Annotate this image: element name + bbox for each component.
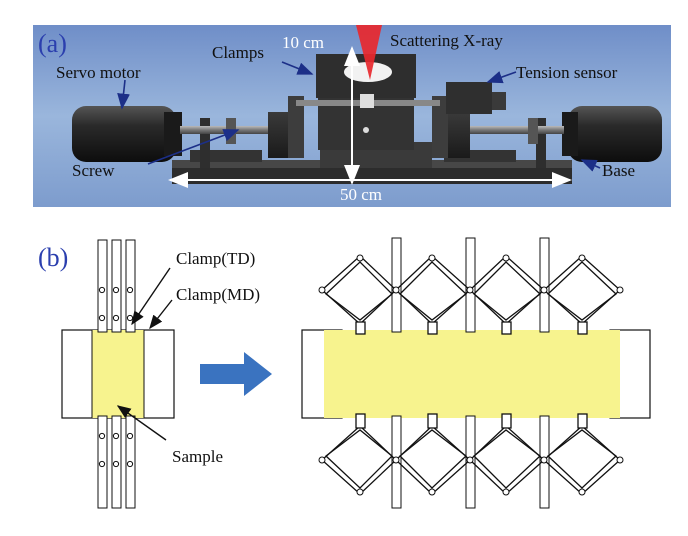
sample-pointer	[116, 405, 167, 441]
sample-label: Sample	[172, 447, 223, 466]
clamp-td-label: Clamp(TD)	[176, 249, 255, 268]
clamp-td-bars-bottom	[97, 415, 136, 509]
clamps-pointer	[281, 61, 314, 75]
servo-motor-label: Servo motor	[56, 63, 141, 82]
td-bars-top	[391, 237, 550, 333]
servo-motor-left	[72, 106, 182, 162]
panel-a-tag: (a)	[38, 29, 67, 58]
xray-label: Scattering X-ray	[390, 31, 503, 50]
initial-state	[61, 239, 175, 509]
xray-beam	[356, 25, 382, 80]
servo-motor-right	[562, 106, 662, 162]
screw-pointer	[147, 129, 240, 165]
sample-square	[92, 330, 144, 418]
width-label: 50 cm	[340, 185, 382, 204]
panel-a: (a) Servo motor Clamps 10 cm Scattering …	[33, 25, 671, 207]
sample-chamber	[316, 54, 416, 150]
clamp-md-label: Clamp(MD)	[176, 285, 260, 304]
base-label: Base	[602, 161, 635, 180]
clamp-post-left	[288, 96, 304, 158]
servo-motor-pointer	[117, 79, 130, 110]
screw-nut-right	[528, 118, 538, 144]
tension-sensor-pointer	[486, 71, 517, 84]
screw-right	[440, 126, 564, 134]
clamp-post-right	[432, 96, 448, 158]
slider-right	[444, 112, 470, 158]
stretched-state	[301, 237, 651, 509]
clamps-label: Clamps	[212, 43, 264, 62]
tension-sensor-label: Tension sensor	[516, 63, 618, 82]
screw-label: Screw	[72, 161, 115, 180]
scissor-pivots-bottom	[318, 456, 624, 496]
scissor-pivots-top	[318, 254, 624, 294]
clamp-md-pointer	[149, 299, 173, 330]
height-label: 10 cm	[282, 33, 324, 52]
clamp-td-pointer	[131, 267, 171, 326]
base-pointer	[580, 159, 601, 172]
stretch-arrow-icon	[200, 352, 272, 396]
panel-b: (b)	[38, 237, 651, 509]
tension-sensor	[446, 82, 506, 114]
clamp-td-bars-top	[97, 239, 136, 333]
panel-b-tag: (b)	[38, 243, 68, 272]
screw-left	[180, 126, 300, 134]
sample-stretched	[324, 330, 620, 418]
sample-holder	[360, 94, 374, 108]
